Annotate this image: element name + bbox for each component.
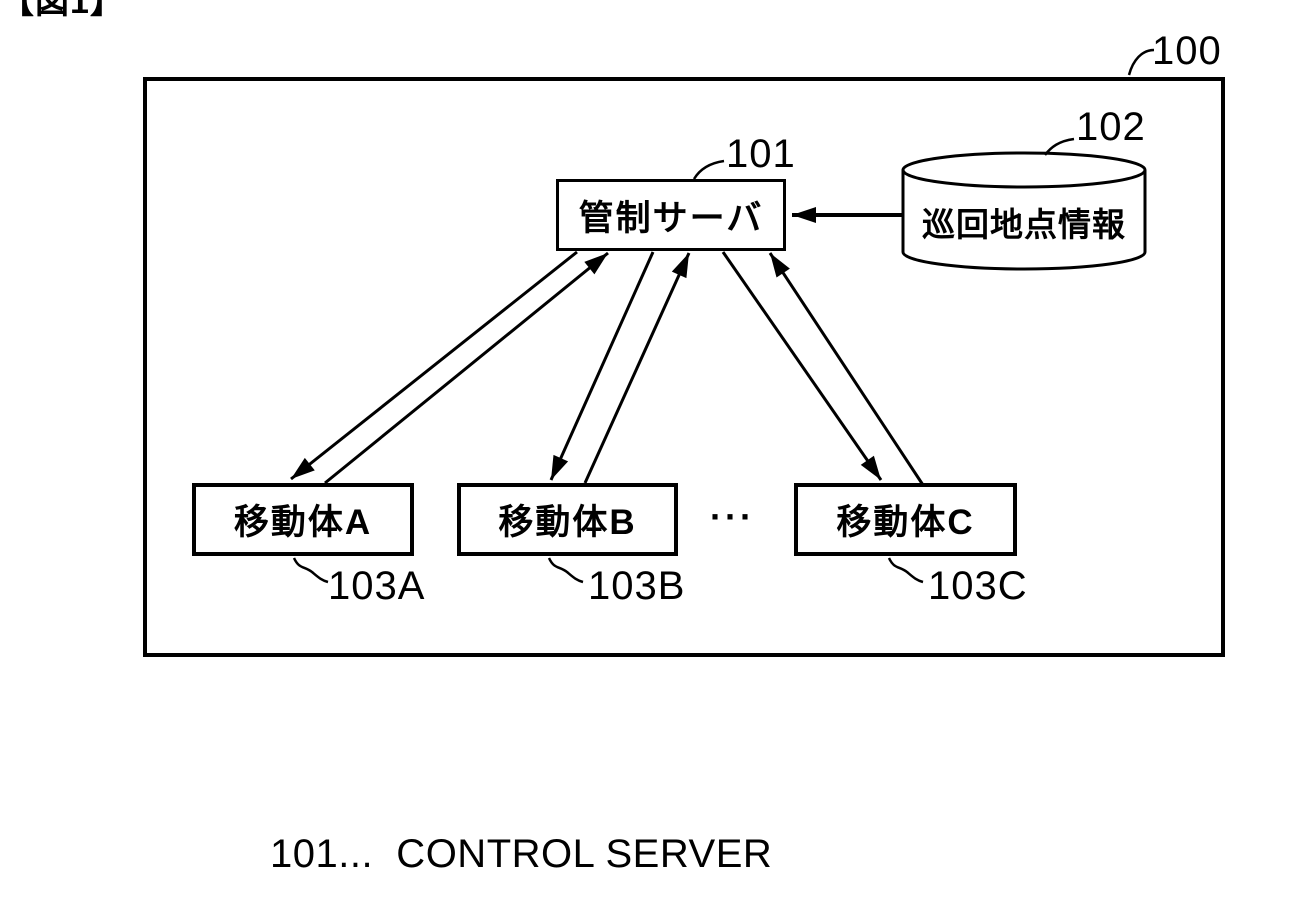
ref-label-103b: 103B	[588, 564, 686, 608]
arrow-body-c-to-server	[768, 252, 925, 486]
arrow-server-to-body-a	[290, 250, 578, 481]
leader-ref-102	[1044, 137, 1075, 156]
leader-ref-103b	[547, 557, 584, 584]
legend-line-control-server: 101... CONTROL SERVER	[270, 832, 773, 876]
database-cylinder-shape	[901, 151, 1147, 271]
moving-body-b-node: 移動体B	[457, 483, 678, 556]
reference-legend: 101... CONTROL SERVER 102... PATROL POIN…	[270, 724, 982, 898]
leader-ref-103c	[887, 557, 924, 584]
control-server-label: 管制サーバ	[578, 198, 764, 238]
moving-body-b-label: 移動体B	[498, 503, 637, 542]
arrow-body-a-to-server	[324, 251, 609, 485]
moving-body-c-label: 移動体C	[836, 503, 975, 542]
system-boundary-box	[143, 77, 1225, 657]
arrow-server-to-body-c	[721, 251, 883, 481]
moving-body-c-node: 移動体C	[794, 483, 1017, 556]
ref-label-101: 101	[726, 132, 796, 176]
ref-label-103a: 103A	[328, 564, 426, 608]
database-label: 巡回地点情報	[922, 206, 1126, 243]
leader-ref-101	[692, 159, 725, 180]
control-server-node: 管制サーバ	[556, 179, 786, 251]
moving-body-a-label: 移動体A	[233, 503, 373, 542]
arrow-server-to-body-b	[549, 251, 655, 481]
ref-label-102: 102	[1076, 105, 1146, 149]
figure-number-tag: 【図1】	[0, 0, 125, 21]
arrow-body-b-to-server	[583, 252, 691, 484]
more-bodies-ellipsis: ···	[710, 496, 755, 537]
moving-body-a-node: 移動体A	[192, 483, 414, 556]
leader-ref-103a	[292, 557, 329, 584]
ref-label-100: 100	[1152, 29, 1222, 73]
leader-ref-100	[1127, 48, 1155, 76]
ref-label-103c: 103C	[928, 564, 1028, 608]
